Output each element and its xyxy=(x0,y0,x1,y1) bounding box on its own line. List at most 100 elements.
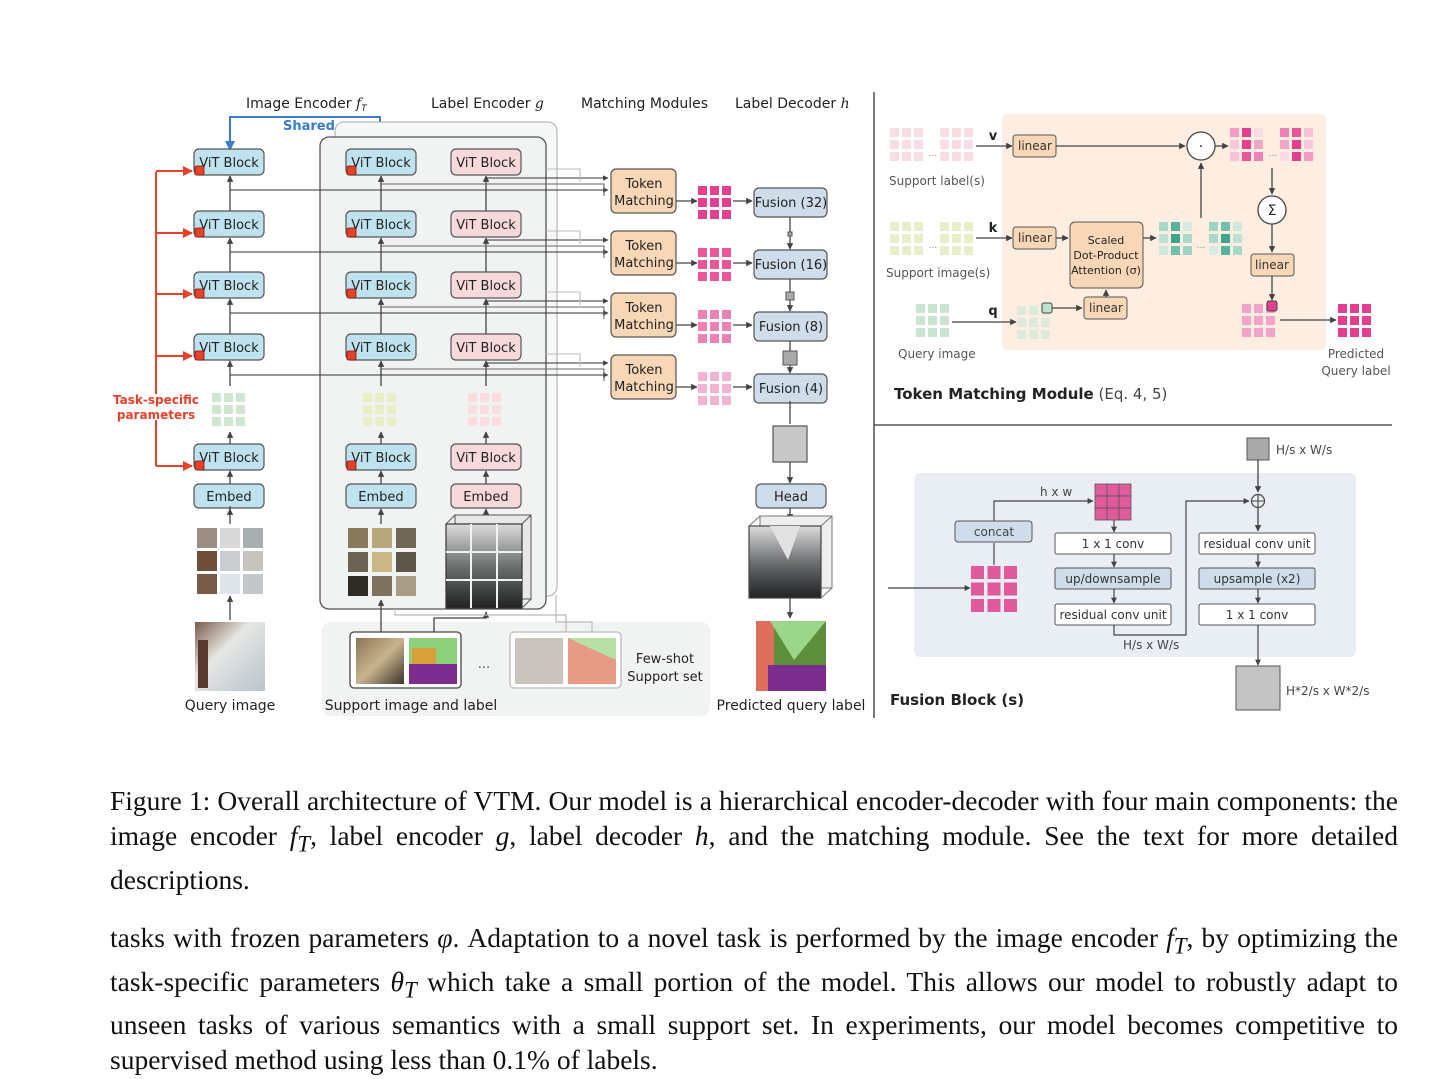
token-cell xyxy=(1159,246,1168,255)
token-cell xyxy=(890,128,899,137)
token-cell xyxy=(710,384,719,393)
tmm-weighted-values-a xyxy=(1230,128,1263,161)
support-ellipsis: ... xyxy=(478,657,490,672)
tmm-linear-v-label: linear xyxy=(1018,139,1052,153)
support-label-2 xyxy=(568,638,616,684)
token-cell xyxy=(1242,128,1251,137)
label-encoder-label-vit-block-4-label: ViT Block xyxy=(456,341,516,356)
tmm-linear-k-label: linear xyxy=(1018,231,1052,245)
token-matching-4 xyxy=(610,354,677,400)
support-label-tokens xyxy=(468,393,501,426)
image-embed xyxy=(193,483,265,509)
tmm-attention-weights-b xyxy=(1209,222,1242,255)
query-patch xyxy=(197,574,217,594)
header-label-encoder: Label Encoder g xyxy=(431,96,544,112)
token-cell xyxy=(1304,140,1313,149)
tmm-output-token-selected xyxy=(1266,300,1278,312)
fusion-output-map xyxy=(1235,665,1281,711)
matched-tokens-2 xyxy=(698,248,731,281)
token-cell xyxy=(710,272,719,281)
head-block[interactable] xyxy=(755,483,827,509)
support-patch xyxy=(348,552,368,572)
token-cell xyxy=(1254,140,1263,149)
feature-tap-support xyxy=(381,368,605,381)
token-cell xyxy=(1338,316,1347,325)
token-cell xyxy=(387,417,396,426)
query-image-label: Query image xyxy=(185,698,276,714)
token-cell xyxy=(1221,234,1230,243)
token-cell xyxy=(890,246,899,255)
token-cell xyxy=(964,222,973,231)
token-cell xyxy=(964,234,973,243)
body-paragraph: tasks with frozen parameters φ. Adaptati… xyxy=(110,922,1398,1075)
token-cell xyxy=(1242,140,1251,149)
tmm-support-labels-caption: Support label(s) xyxy=(889,174,985,188)
token-cell xyxy=(890,152,899,161)
image-encoder-vit-block-4 xyxy=(193,333,265,361)
label-encoder-label-vit-block-4 xyxy=(450,333,522,361)
fusion-mid-size: H/s x W/s xyxy=(1123,638,1179,652)
intermediate-feature-map xyxy=(785,291,795,301)
predicted-depth-cube xyxy=(748,515,833,599)
image-tokens xyxy=(212,393,245,426)
tmm-k-symbol: k xyxy=(989,221,998,236)
token-cell xyxy=(698,248,707,257)
support-image-embed-label: Embed xyxy=(358,490,403,505)
fusion-upsample xyxy=(1198,567,1316,590)
token-cell xyxy=(710,248,719,257)
token-cell xyxy=(971,599,984,612)
fusion-upsample-label: upsample (x2) xyxy=(1214,572,1301,586)
token-cell xyxy=(952,140,961,149)
token-cell xyxy=(964,152,973,161)
token-cell xyxy=(1209,234,1218,243)
figure-caption: Figure 1: Overall architecture of VTM. O… xyxy=(110,785,1399,895)
token-cell xyxy=(1350,304,1359,313)
predicted-query-label-image xyxy=(756,621,826,691)
token-cell xyxy=(1233,246,1242,255)
token-cell xyxy=(916,304,925,313)
token-cell xyxy=(1242,304,1251,313)
fusion-input-tokens xyxy=(971,566,1017,612)
token-cell xyxy=(1118,495,1132,509)
token-cell xyxy=(363,405,372,414)
intermediate-feature-map xyxy=(787,231,793,237)
tmm-linear-q-label: linear xyxy=(1089,301,1123,315)
token-cell xyxy=(1362,328,1371,337)
token-cell xyxy=(492,405,501,414)
decoder-feature-map xyxy=(772,425,808,463)
token-cell xyxy=(710,372,719,381)
token-cell xyxy=(902,152,911,161)
token-cell xyxy=(1094,495,1108,509)
token-cell xyxy=(710,260,719,269)
fusion-label: Fusion (32) xyxy=(755,196,827,211)
tmm-attention-label-3: Attention (σ) xyxy=(1071,264,1141,277)
intermediate-feature-map xyxy=(782,350,798,366)
token-cell xyxy=(212,405,221,414)
few-shot-label: Few-shot xyxy=(636,652,694,667)
label-encoder-label-vit-block-3 xyxy=(450,271,522,299)
token-cell xyxy=(1183,234,1192,243)
task-param-marker xyxy=(194,460,205,471)
feature-tap-support xyxy=(381,306,605,319)
token-cell xyxy=(914,128,923,137)
tmm-panel xyxy=(1002,114,1326,350)
feature-tap-shadow xyxy=(546,168,581,182)
token-cell xyxy=(722,272,731,281)
tmm-support-label-tokens-a xyxy=(890,128,923,161)
token-cell xyxy=(224,393,233,402)
token-cell xyxy=(1338,328,1347,337)
support-label-embed-label: Embed xyxy=(463,490,508,505)
support-patch xyxy=(396,528,416,548)
token-cell xyxy=(914,222,923,231)
token-cell xyxy=(492,417,501,426)
image-encoder-vit-block-0-label: ViT Block xyxy=(199,451,259,466)
token-cell xyxy=(1004,582,1017,596)
image-encoder-vit-block-0 xyxy=(193,443,265,471)
fusion-rcu-a-label: residual conv unit xyxy=(1059,608,1166,622)
tmm-support-image-tokens-a xyxy=(890,222,923,255)
token-cell xyxy=(1230,140,1239,149)
label-encoder-image-vit-block-3-label: ViT Block xyxy=(351,279,411,294)
token-cell xyxy=(236,393,245,402)
label-encoder-image-vit-block-4 xyxy=(345,333,417,361)
label-encoder-label-vit-block-1-label: ViT Block xyxy=(456,156,516,171)
